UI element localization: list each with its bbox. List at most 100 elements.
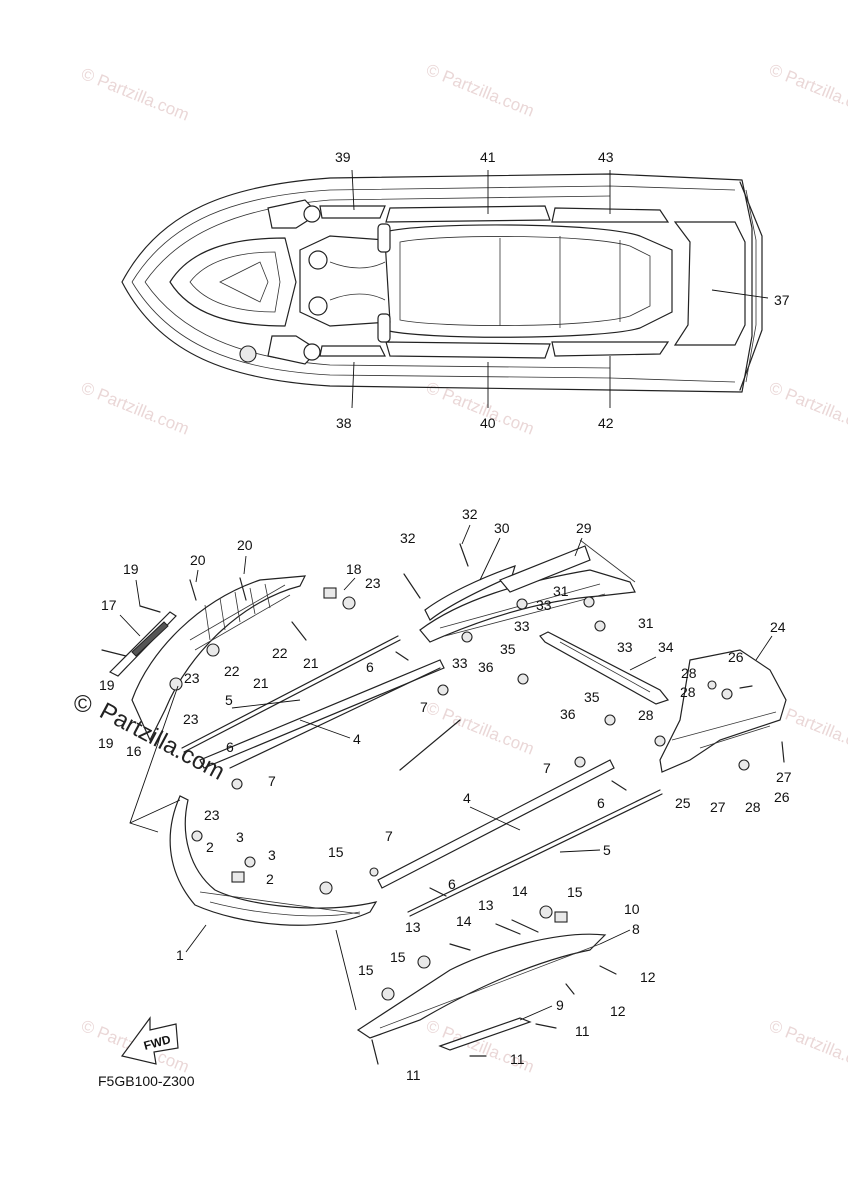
diagram-code: F5GB100-Z300 — [98, 1073, 195, 1089]
leader-lines — [119, 524, 773, 1021]
callout: 14 — [456, 913, 472, 929]
callout: 5 — [225, 692, 233, 708]
callout: 30 — [494, 520, 510, 536]
callout: 33 — [617, 639, 633, 655]
callout: 14 — [512, 883, 528, 899]
callout: 31 — [553, 583, 569, 599]
callout: 16 — [126, 743, 142, 759]
rail-4-lower — [377, 759, 615, 889]
callout: 33 — [514, 618, 530, 634]
callout: 11 — [510, 1051, 525, 1067]
callout: 27 — [776, 769, 792, 785]
watermark: © Partzilla.com — [79, 378, 192, 439]
watermark: © Partzilla.com — [767, 60, 848, 121]
watercraft-top-view: 39 41 43 37 38 40 42 — [121, 149, 790, 431]
callout: 42 — [598, 415, 614, 431]
callout: 9 — [556, 997, 564, 1013]
callout: 18 — [346, 561, 362, 577]
callout: 41 — [480, 149, 496, 165]
callout: 2 — [206, 839, 214, 855]
callout: 34 — [658, 639, 674, 655]
watermark: © Partzilla.com — [767, 378, 848, 439]
watermark: © Partzilla.com — [424, 698, 537, 759]
callout: 7 — [385, 828, 393, 844]
callout: 26 — [728, 649, 744, 665]
callout: 20 — [237, 537, 253, 553]
callout: 31 — [638, 615, 654, 631]
mat-40 — [385, 341, 551, 359]
callout: 11 — [575, 1023, 590, 1039]
callout: 23 — [365, 575, 381, 591]
callout: 22 — [224, 663, 240, 679]
fasteners — [101, 543, 785, 1065]
callout: 28 — [638, 707, 654, 723]
callout: 28 — [745, 799, 761, 815]
watermark: © Partzilla.com — [424, 60, 537, 121]
callout: 35 — [500, 641, 516, 657]
callout: 13 — [478, 897, 494, 913]
callout: 25 — [675, 795, 691, 811]
callout: 21 — [253, 675, 269, 691]
callout: 13 — [405, 919, 421, 935]
callout: 6 — [226, 739, 234, 755]
callout: 23 — [204, 807, 220, 823]
callout: 36 — [560, 706, 576, 722]
mat-39 — [319, 205, 386, 219]
callout: 33 — [452, 655, 468, 671]
callout: 21 — [303, 655, 319, 671]
callout: 7 — [543, 760, 551, 776]
callout: 32 — [400, 530, 416, 546]
watermark-copyright: © — [74, 691, 92, 718]
fwd-label: FWD — [142, 1032, 172, 1053]
mat-42 — [551, 341, 670, 357]
rail-4-upper — [199, 659, 445, 769]
callout: 23 — [183, 711, 199, 727]
callout: 15 — [328, 844, 344, 860]
callout: 35 — [584, 689, 600, 705]
mat-41 — [385, 205, 551, 223]
callout: 10 — [624, 901, 640, 917]
callout: 6 — [366, 659, 374, 675]
callout: 32 — [462, 506, 478, 522]
callout: 43 — [598, 149, 614, 165]
callout: 22 — [272, 645, 288, 661]
callout: 28 — [681, 665, 697, 681]
callout: 17 — [101, 597, 117, 613]
mat-43 — [551, 207, 670, 223]
exploded-parts — [101, 539, 787, 1065]
callout: 37 — [774, 292, 790, 308]
callout: 3 — [268, 847, 276, 863]
callout: 19 — [98, 735, 114, 751]
callout: 19 — [99, 677, 115, 693]
mat-38 — [319, 345, 386, 357]
callout: 5 — [603, 842, 611, 858]
callout: 1 — [176, 947, 184, 963]
callout: 6 — [448, 876, 456, 892]
callout: 12 — [640, 969, 656, 985]
callout: 27 — [710, 799, 726, 815]
callout: 15 — [567, 884, 583, 900]
watermark: © Partzilla.com — [767, 1016, 848, 1077]
callout: 40 — [480, 415, 496, 431]
callout: 11 — [406, 1067, 421, 1083]
callout: 20 — [190, 552, 206, 568]
mat-37 — [673, 221, 746, 346]
callout: 39 — [335, 149, 351, 165]
callout: 33 — [536, 597, 552, 613]
watermark: © Partzilla.com — [79, 64, 192, 125]
callout: 8 — [632, 921, 640, 937]
callout: 26 — [774, 789, 790, 805]
callout: 4 — [353, 731, 361, 747]
callout: 36 — [478, 659, 494, 675]
callout: 38 — [336, 415, 352, 431]
callout: 7 — [420, 699, 428, 715]
callout: 7 — [268, 773, 276, 789]
callout: 12 — [610, 1003, 626, 1019]
callout: 24 — [770, 619, 786, 635]
callout: 29 — [576, 520, 592, 536]
fwd-arrow-icon: FWD — [120, 1016, 179, 1065]
callout: 28 — [680, 684, 696, 700]
callout: 6 — [597, 795, 605, 811]
